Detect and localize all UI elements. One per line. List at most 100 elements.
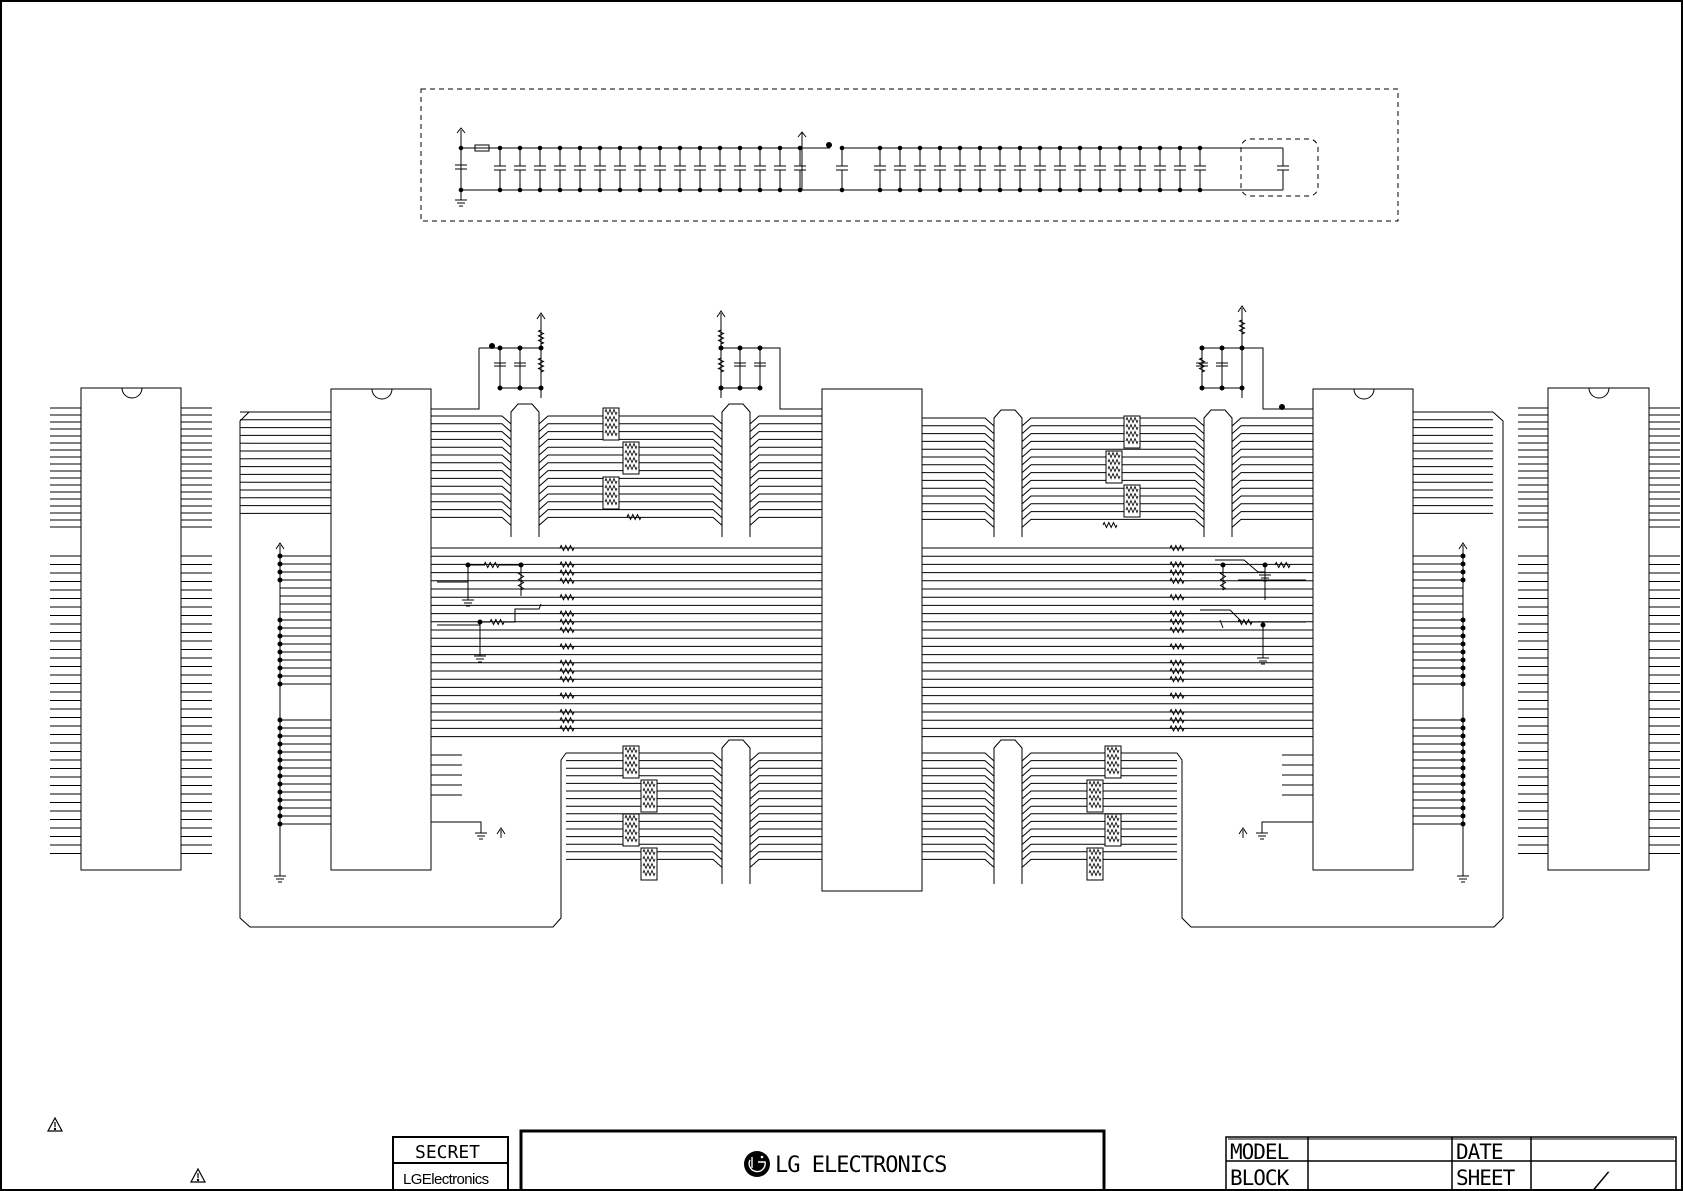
signal-line [922, 487, 995, 497]
junction-dot [897, 145, 903, 151]
signal-line [922, 440, 995, 450]
signal-line [749, 843, 822, 853]
resistor-pack-element [1088, 869, 1102, 877]
junction-dot [877, 145, 883, 151]
junction-dot [517, 145, 523, 151]
junction-dot [1197, 145, 1203, 151]
junction-dot [1239, 385, 1245, 391]
signal-line [1021, 790, 1177, 800]
series-resistor [1169, 659, 1185, 667]
resistor-pack-element [642, 801, 656, 809]
junction-dot [1220, 562, 1226, 568]
junction-dot [537, 145, 543, 151]
junction-dot [1460, 757, 1466, 763]
junction-dot [1460, 641, 1466, 647]
junction-dot [718, 385, 724, 391]
pullup-resistor [517, 571, 525, 591]
junction-dot [1219, 385, 1225, 391]
signal-line [1021, 448, 1205, 458]
junction-dot [517, 385, 523, 391]
junction-dot [1460, 657, 1466, 663]
junction-dot [977, 187, 983, 193]
junction-dot [537, 187, 543, 193]
junction-dot [538, 385, 544, 391]
series-resistor [1169, 618, 1185, 626]
junction-dot [677, 145, 683, 151]
junction-dot [1460, 773, 1466, 779]
junction-dot [1117, 145, 1123, 151]
resistor-pack-element [1107, 451, 1121, 459]
junction-dot [277, 553, 283, 559]
signal-line [922, 760, 995, 769]
signal-line [1021, 487, 1205, 497]
signal-line [1021, 805, 1177, 815]
company-small-label: LGElectronics [403, 1171, 489, 1188]
signal-line [749, 820, 822, 830]
signal-line [712, 783, 723, 792]
junction-dot [277, 773, 283, 779]
resistor-pack-element [604, 422, 618, 430]
resistor-pack-element [1106, 821, 1120, 829]
signal-line [922, 425, 995, 435]
junction-dot [1460, 821, 1466, 827]
resistor-pack-element [1125, 499, 1139, 507]
series-resistor [559, 544, 575, 552]
signal-line [749, 485, 822, 495]
signal-line [538, 477, 723, 487]
junction-dot [1460, 733, 1466, 739]
junction-dot [517, 345, 523, 351]
resistor-pack-element [642, 780, 656, 788]
signal-line [1231, 440, 1313, 450]
signal-line [1231, 464, 1313, 474]
signal-line [749, 782, 822, 792]
resistor-pack-element [624, 442, 638, 450]
junction-dot [997, 187, 1003, 193]
lg-logo-icon [744, 1151, 770, 1177]
signal-line [431, 454, 512, 464]
resistor-pack-element [624, 760, 638, 768]
pullup-resistor [1274, 561, 1291, 569]
termination-network-right [1200, 559, 1306, 665]
junction-dot [757, 187, 763, 193]
junction-dot [1460, 781, 1466, 787]
junction-dot [1460, 725, 1466, 731]
junction-dot [737, 187, 743, 193]
junction-dot [797, 145, 803, 151]
signal-line [1231, 511, 1313, 520]
junction-dot [717, 145, 723, 151]
signal-line [1021, 858, 1177, 868]
junction-dot [1460, 749, 1466, 755]
bus-outline-left [239, 411, 567, 928]
junction-dot [1460, 561, 1466, 567]
junction-dot [277, 649, 283, 655]
signal-line [431, 423, 512, 433]
signal-line [1021, 440, 1205, 450]
signal-line [749, 477, 822, 487]
junction-dot [1460, 681, 1466, 687]
signal-line [1021, 417, 1205, 427]
junction-dot [937, 187, 943, 193]
resistor-pack-element [1125, 416, 1139, 424]
signal-line [749, 851, 822, 861]
signal-line [922, 752, 995, 762]
signal-line [1021, 503, 1205, 513]
resistor-pack-element [1125, 437, 1139, 445]
signal-line [538, 501, 723, 511]
signal-line [1021, 767, 1177, 777]
signal-line [749, 836, 822, 845]
series-resistor [1169, 593, 1185, 601]
signal-line [749, 813, 822, 823]
junction-dot [597, 145, 603, 151]
signal-line [922, 456, 995, 466]
pullup-resistor [537, 329, 545, 345]
resistor-pack-element [1088, 794, 1102, 802]
memory-bus-schematic [50, 305, 1680, 928]
series-resistor [559, 724, 575, 733]
junction-dot [458, 145, 464, 151]
junction-dot [917, 145, 923, 151]
signal-line [1231, 456, 1313, 466]
series-resistor [559, 667, 575, 675]
supply-network-right [1196, 305, 1313, 410]
signal-line [538, 431, 723, 440]
resistor-pack-element [1088, 855, 1102, 863]
